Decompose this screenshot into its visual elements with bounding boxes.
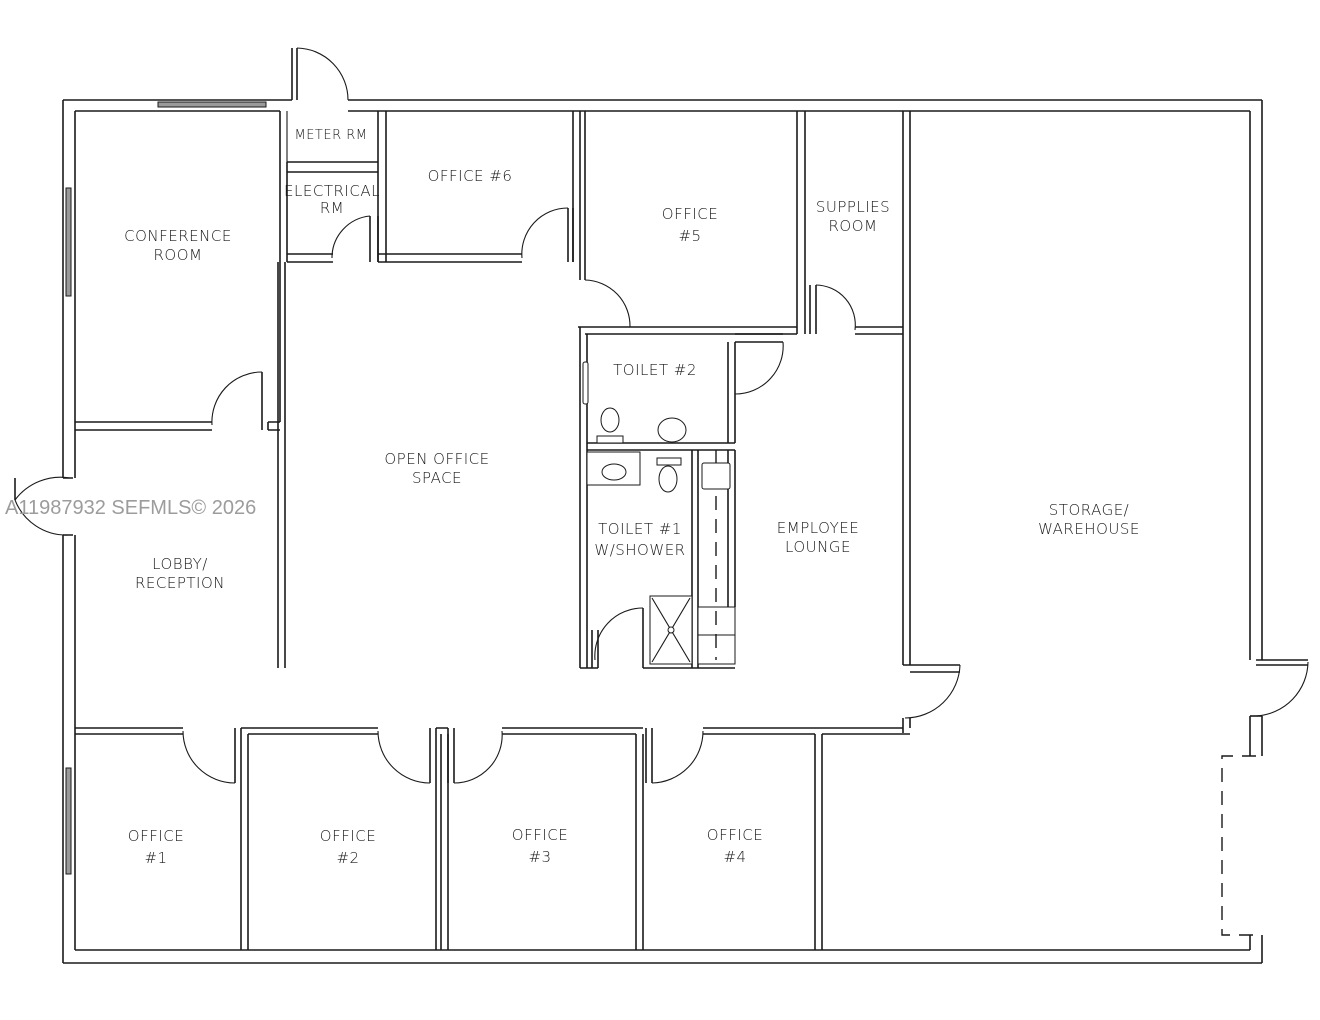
label-office-2-1: OFFICE <box>320 827 376 845</box>
windows <box>65 101 267 875</box>
label-office-4-1: OFFICE <box>707 826 763 844</box>
label-office-6: OFFICE #6 <box>428 167 513 185</box>
toilet-walls <box>579 327 784 669</box>
room-labels: METER RM ELECTRICAL RM OFFICE #6 OFFICE … <box>124 128 1140 867</box>
meter-electrical-walls <box>279 47 522 422</box>
label-lounge-2: LOUNGE <box>785 538 851 556</box>
label-lobby-2: RECEPTION <box>135 574 225 592</box>
lounge-storage-walls <box>902 659 1309 936</box>
south-office-walls <box>75 727 910 950</box>
label-meter-room: METER RM <box>295 128 368 143</box>
label-toilet-1-2: W/SHOWER <box>594 541 685 559</box>
label-conference-1: CONFERENCE <box>124 227 232 245</box>
label-toilet-2: TOILET #2 <box>613 361 697 379</box>
label-conference-2: ROOM <box>154 246 203 264</box>
label-electrical-room-2: RM <box>320 199 344 217</box>
label-office-2-2: #2 <box>336 849 359 867</box>
label-office-5-2: #5 <box>678 227 701 245</box>
label-office-3-1: OFFICE <box>512 826 568 844</box>
label-open-office-2: SPACE <box>412 469 462 487</box>
north-office-walls <box>521 111 911 665</box>
label-open-office-1: OPEN OFFICE <box>384 450 489 468</box>
label-lounge-1: EMPLOYEE <box>777 519 859 537</box>
label-lobby-1: LOBBY/ <box>152 555 208 573</box>
label-supplies-2: ROOM <box>829 217 878 235</box>
label-supplies-1: SUPPLIES <box>816 198 890 216</box>
label-storage-1: STORAGE/ <box>1049 501 1129 519</box>
label-office-1-1: OFFICE <box>128 827 184 845</box>
exterior-walls <box>62 99 1263 964</box>
label-office-3-2: #3 <box>528 848 551 866</box>
conference-lobby-walls <box>14 262 286 668</box>
label-storage-2: WAREHOUSE <box>1038 520 1140 538</box>
label-toilet-1-1: TOILET #1 <box>598 520 682 538</box>
watermark: A11987932 SEFMLS© 2026 <box>5 497 257 519</box>
label-office-4-2: #4 <box>723 848 746 866</box>
label-office-5-1: OFFICE <box>662 205 718 223</box>
label-office-1-2: #1 <box>144 849 167 867</box>
label-electrical-room-1: ELECTRICAL <box>284 182 380 200</box>
